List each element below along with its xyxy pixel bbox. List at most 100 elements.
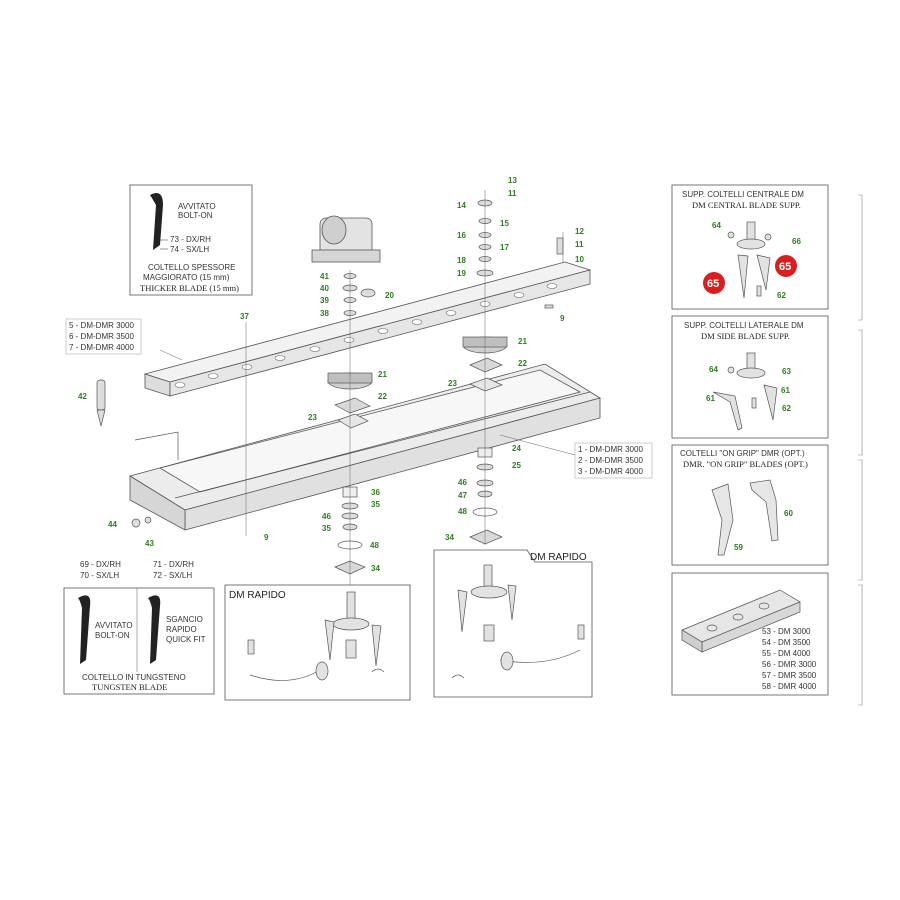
tungsten-title-en: TUNGSTEN BLADE xyxy=(92,682,167,692)
central-blade-support-panel: SUPP. COLTELLI CENTRALE DM DM CENTRAL BL… xyxy=(671,184,829,310)
highlight-badge xyxy=(703,272,725,294)
tungsten-lh1: 70 - SX/LH xyxy=(80,571,119,580)
ongrip-title-it: COLTELLI "ON GRIP" DMR (OPT.) xyxy=(680,449,805,458)
leader-lines xyxy=(159,190,576,585)
highlight-badge-label: 65 xyxy=(779,261,791,273)
misc-parts xyxy=(96,237,564,528)
tungsten-lh2: 72 - SX/LH xyxy=(153,571,192,580)
part-number: 23 xyxy=(308,413,317,422)
part-number: 66 xyxy=(792,237,801,246)
on-grip-blades-panel: COLTELLI "ON GRIP" DMR (OPT.) DMR. "ON G… xyxy=(671,444,829,566)
part-number: 22 xyxy=(378,392,387,401)
frame-variant-4: 56 - DMR 3000 xyxy=(762,660,817,669)
part-number: 34 xyxy=(371,564,380,573)
part-number: 41 xyxy=(320,272,329,281)
frame-variant-3: 55 - DM 4000 xyxy=(762,649,811,658)
thicker-blade-box: AVVITATO BOLT-ON 73 - DX/RH 74 - SX/LH C… xyxy=(129,184,253,296)
part-number: 38 xyxy=(320,309,329,318)
thicker-title-it: COLTELLO SPESSORE xyxy=(148,263,235,272)
part-number: 9 xyxy=(264,533,269,542)
part-number: 12 xyxy=(575,227,584,236)
beam-holes xyxy=(174,283,558,388)
frame-code-1: 1 - DM-DMR 3000 xyxy=(578,445,643,454)
part-number: 10 xyxy=(575,255,584,264)
part-number: 60 xyxy=(784,509,793,518)
part-number: 62 xyxy=(777,291,786,300)
part-number: 44 xyxy=(108,520,117,529)
dm-rapido-left-title: DM RAPIDO xyxy=(229,590,286,601)
tungsten-quick-it: SGANCIO xyxy=(166,615,203,624)
part-number: 37 xyxy=(240,312,249,321)
part-number: 21 xyxy=(378,370,387,379)
highlight-badge xyxy=(775,255,797,277)
part-number: 34 xyxy=(445,533,454,542)
part-number: 24 xyxy=(512,444,521,453)
part-number: 9 xyxy=(560,314,565,323)
part-number: 42 xyxy=(78,392,87,401)
main-frame xyxy=(129,363,601,531)
thicker-rh-code: 73 - DX/RH xyxy=(170,235,211,244)
part-number: 36 xyxy=(371,488,380,497)
tungsten-rh2: 71 - DX/RH xyxy=(153,560,194,569)
part-number: 48 xyxy=(370,541,379,550)
part-number: 39 xyxy=(320,296,329,305)
frame-variant-1: 53 - DM 3000 xyxy=(762,627,811,636)
beam-code-3: 7 - DM-DMR 4000 xyxy=(69,343,134,352)
frame-code-2: 2 - DM-DMR 3500 xyxy=(578,456,643,465)
tungsten-bolt-en: BOLT-ON xyxy=(95,631,130,640)
dm-rapido-right-box: DM RAPIDO xyxy=(433,549,593,698)
beam-code-labels: 5 - DM-DMR 3000 6 - DM-DMR 3500 7 - DM-D… xyxy=(65,318,142,355)
highlight-badge-label: 65 xyxy=(707,278,719,290)
part-number: 21 xyxy=(518,337,527,346)
part-number: 16 xyxy=(457,231,466,240)
frame-code-labels: 1 - DM-DMR 3000 2 - DM-DMR 3500 3 - DM-D… xyxy=(574,442,653,479)
part-number: 46 xyxy=(322,512,331,521)
part-number: 40 xyxy=(320,284,329,293)
panel-edge-brackets xyxy=(858,194,863,706)
tungsten-blade-box: 69 - DX/RH 70 - SX/LH 71 - DX/RH 72 - SX… xyxy=(63,560,215,695)
part-number: 22 xyxy=(518,359,527,368)
gearbox-assembly xyxy=(311,215,381,263)
part-number: 18 xyxy=(457,256,466,265)
frame-code-3: 3 - DM-DMR 4000 xyxy=(578,467,643,476)
part-number: 64 xyxy=(712,221,721,230)
beam-code-1: 5 - DM-DMR 3000 xyxy=(69,321,134,330)
dm-rapido-right-title: DM RAPIDO xyxy=(530,552,587,563)
frames-panel: 53 - DM 3000 54 - DM 3500 55 - DM 4000 5… xyxy=(671,572,829,696)
part-number: 11 xyxy=(575,240,584,249)
part-number: 13 xyxy=(508,176,517,185)
tungsten-rh1: 69 - DX/RH xyxy=(80,560,121,569)
thicker-lh-code: 74 - SX/LH xyxy=(170,245,209,254)
part-number: 20 xyxy=(385,291,394,300)
part-number: 61 xyxy=(781,386,790,395)
tungsten-quick-en: QUICK FIT xyxy=(166,635,206,644)
part-number: 64 xyxy=(709,365,718,374)
part-number: 43 xyxy=(145,539,154,548)
part-number: 48 xyxy=(458,507,467,516)
bolt-on-label-en: BOLT-ON xyxy=(178,211,213,220)
side-supp-title-it: SUPP. COLTELLI LATERALE DM xyxy=(684,321,804,330)
central-supp-title-it: SUPP. COLTELLI CENTRALE DM xyxy=(682,190,804,199)
part-number: 61 xyxy=(706,394,715,403)
thicker-title-it2: MAGGIORATO (15 mm) xyxy=(143,273,230,282)
part-number: 46 xyxy=(458,478,467,487)
part-number: 35 xyxy=(371,500,380,509)
part-number: 11 xyxy=(508,189,517,198)
part-number: 17 xyxy=(500,243,509,252)
part-number: 19 xyxy=(457,269,466,278)
dm-rapido-left-box: DM RAPIDO xyxy=(224,584,411,701)
frame-variant-2: 54 - DM 3500 xyxy=(762,638,811,647)
side-supp-title-en: DM SIDE BLADE SUPP. xyxy=(701,331,790,341)
ongrip-title-en: DMR. "ON GRIP" BLADES (OPT.) xyxy=(683,459,808,469)
part-number: 35 xyxy=(322,524,331,533)
bolt-on-label-it: AVVITATO xyxy=(178,202,216,211)
frame-variant-5: 57 - DMR 3500 xyxy=(762,671,817,680)
part-number: 25 xyxy=(512,461,521,470)
part-number: 47 xyxy=(458,491,467,500)
part-number: 23 xyxy=(448,379,457,388)
tungsten-quick-it2: RAPIDO xyxy=(166,625,197,634)
part-number: 15 xyxy=(500,219,509,228)
side-blade-support-panel: SUPP. COLTELLI LATERALE DM DM SIDE BLADE… xyxy=(671,315,829,439)
tungsten-bolt-it: AVVITATO xyxy=(95,621,133,630)
